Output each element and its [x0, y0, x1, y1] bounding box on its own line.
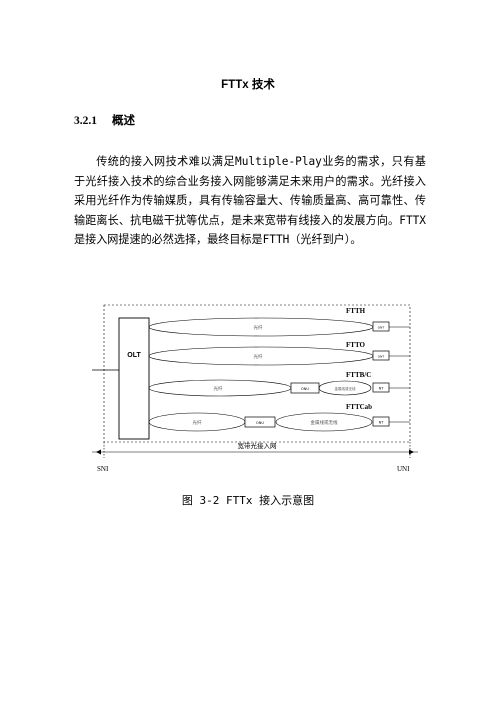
- ftth-fiber-label: 光纤: [254, 324, 263, 331]
- uni-label: UNI: [397, 465, 410, 473]
- fttcab-onu-box: [244, 416, 276, 428]
- fttb-nt-box: [372, 382, 390, 393]
- dimension-arrow-right: [409, 449, 414, 455]
- fttcab-nt-box: [372, 416, 390, 427]
- section-heading: 3.2.1 概述: [74, 112, 135, 128]
- olt-box: [118, 317, 150, 440]
- ftto-label: FTTO: [346, 341, 365, 349]
- olt-label: OLT: [127, 352, 141, 359]
- ftto-ont-label: ONT: [378, 355, 385, 359]
- figure-caption: 图 3-2 FTTx 接入示意图: [181, 494, 315, 507]
- fttcab-fiber-label: 光纤: [193, 419, 202, 426]
- access-network-frame: [103, 304, 411, 443]
- section-title: 概述: [112, 115, 135, 127]
- page-title: FTTx 技术: [221, 79, 275, 91]
- ftth-label: FTTH: [346, 307, 366, 315]
- access-network-label: 宽带光接入网: [238, 441, 277, 450]
- fttcab-copper-ellipse: [275, 412, 373, 432]
- fttb-onu-label: ONU: [301, 387, 309, 391]
- sni-label: SNI: [97, 465, 109, 473]
- body-paragraph: 传统的接入网技术难以满足Multiple-Play业务的需求，只有基于光纤接入技…: [74, 155, 426, 246]
- fttcab-copper-label: 金属线或无线: [311, 419, 338, 426]
- fttb-copper-ellipse: [318, 380, 372, 396]
- fttcab-nt-label: NT: [379, 421, 385, 425]
- ftth-ont-box: [372, 321, 390, 332]
- fttcab-onu-label: ONU: [256, 421, 264, 425]
- fttb-copper-label: 金属线或无线: [335, 386, 356, 391]
- ftth-ont-label: ONT: [378, 326, 385, 330]
- ftto-fiber-label: 光纤: [254, 353, 263, 360]
- fttb-fiber-label: 光纤: [214, 385, 223, 392]
- fttcab-label: FTTCab: [346, 403, 372, 411]
- fttb-label: FTTB/C: [346, 371, 371, 379]
- section-number: 3.2.1: [74, 115, 97, 127]
- ftto-ont-box: [372, 350, 390, 361]
- dimension-arrow-left: [96, 449, 101, 455]
- fttb-nt-label: NT: [379, 387, 385, 391]
